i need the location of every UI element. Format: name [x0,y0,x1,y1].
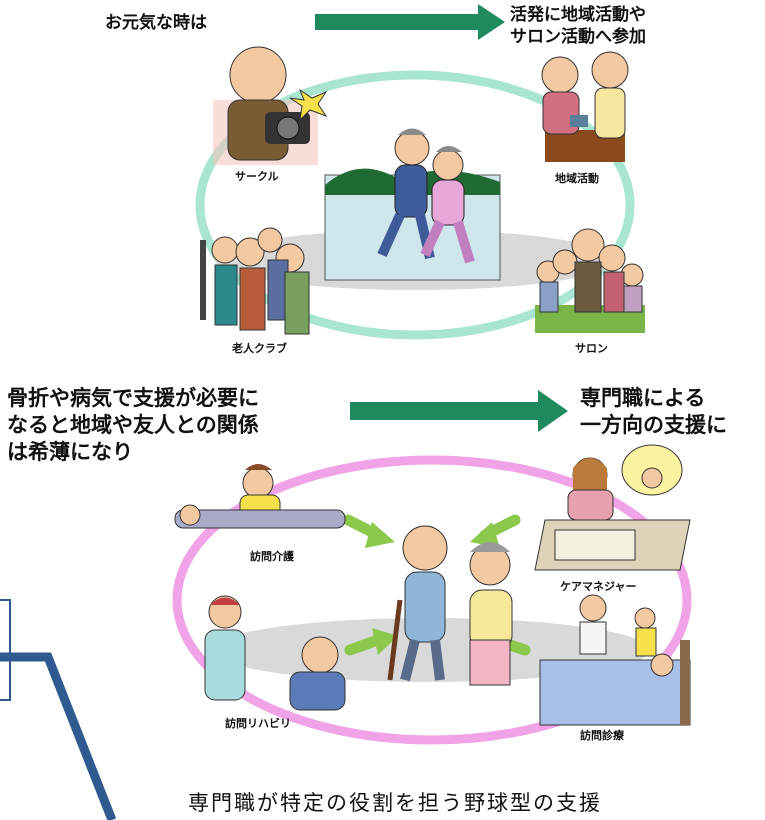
caption-elder-club: 老人クラブ [232,342,287,355]
caption-home-rehab: 訪問リハビリ [225,717,291,730]
home-care-illustration [174,464,346,529]
middle-arrow-icon [350,390,568,432]
elderly-couple-illustration [387,525,513,686]
caption-home-care: 訪問介護 [250,550,294,563]
walking-couple-illustration [324,128,501,281]
salon-illustration [535,228,645,333]
middle-right-line-1: 専門職による [580,386,706,410]
top-right-line-1: 活発に地域活動や [510,5,646,25]
middle-right-text: 専門職による 一方向の支援に [580,385,727,439]
top-arrow-icon [315,4,505,40]
bottom-caption: 専門職が特定の役割を担う野球型の支援 [188,791,602,815]
caption-home-medical: 訪問診療 [580,729,624,742]
middle-left-line-3: は希薄になり [7,440,133,464]
middle-right-line-2: 一方向の支援に [580,413,727,437]
middle-left-line-1: 骨折や病気で支援が必要に [7,386,259,410]
top-ring [195,70,635,340]
care-manager-illustration [534,444,691,571]
top-right-text: 活発に地域活動や サロン活動へ参加 [510,4,646,48]
community-activity-illustration [541,51,629,162]
caption-circle: サークル [235,170,279,183]
caption-community: 地域活動 [555,172,599,185]
circle-activity-illustration [213,46,328,165]
home-medical-illustration [539,594,691,726]
elder-club-illustration [200,227,310,335]
top-right-line-2: サロン活動へ参加 [510,27,646,47]
home-rehab-illustration [204,595,346,711]
caption-care-manager: ケアマネジャー [560,580,637,593]
middle-left-text: 骨折や病気で支援が必要に なると地域や友人との関係 は希薄になり [7,385,259,466]
top-left-text: お元気な時は [105,13,207,33]
caption-salon: サロン [575,342,608,355]
blue-connector-line [0,599,117,820]
bottom-ring [172,455,692,745]
middle-left-line-2: なると地域や友人との関係 [7,413,259,437]
